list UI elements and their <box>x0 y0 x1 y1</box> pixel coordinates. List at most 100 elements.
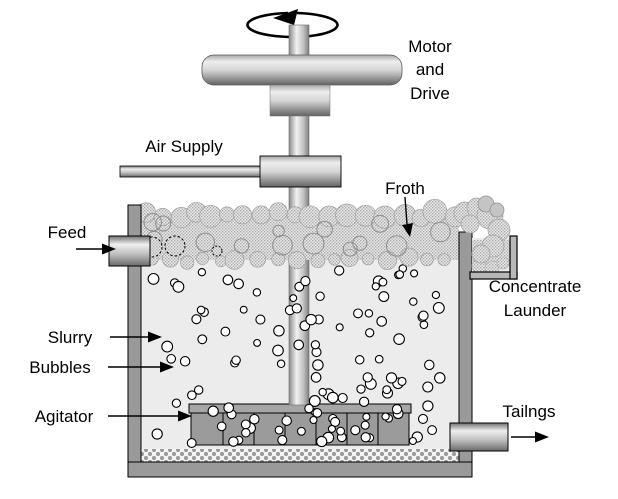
bubble <box>358 396 370 407</box>
bubble <box>315 291 325 302</box>
bubble <box>294 281 305 292</box>
froth-bubble-outlines <box>143 213 451 257</box>
bubble <box>409 297 418 306</box>
froth-bump <box>422 198 448 224</box>
bubble <box>393 333 405 345</box>
froth-bump <box>196 252 209 265</box>
bubble <box>327 424 336 433</box>
froth-bump <box>378 251 397 270</box>
bubble <box>362 372 373 383</box>
air-supply-pipe <box>119 165 262 178</box>
bubble <box>228 436 239 447</box>
bubble <box>241 428 251 438</box>
bubble <box>222 274 234 286</box>
bubble <box>240 419 251 430</box>
froth-bump <box>224 250 245 270</box>
froth-bump <box>251 205 271 225</box>
bubble <box>272 344 284 357</box>
bubble <box>216 421 227 432</box>
bubbles-layer <box>147 264 446 448</box>
tailings-arrow-head <box>535 431 549 443</box>
bubble <box>378 291 390 303</box>
bubble <box>291 303 302 314</box>
froth-bubble-outline <box>143 213 162 232</box>
bubble <box>233 278 244 290</box>
labels: Motor and Drive Air Supply Froth Feed Co… <box>29 37 581 443</box>
bubble <box>253 338 262 347</box>
bubble <box>277 435 288 446</box>
bubble <box>353 308 363 319</box>
bubble <box>252 288 262 297</box>
bubble <box>197 334 208 345</box>
froth-bump <box>328 253 341 266</box>
froth-bubble-outline <box>272 234 293 256</box>
bubble <box>166 353 177 364</box>
agitator-bar <box>188 403 412 414</box>
bubble <box>374 354 384 364</box>
bubble <box>432 301 445 314</box>
slurry-label: Slurry <box>48 328 93 347</box>
bubble <box>312 359 324 371</box>
froth-bubble-outline <box>371 214 390 233</box>
bubble <box>350 425 361 436</box>
feed-arrow-head <box>102 243 116 255</box>
froth-bump <box>180 255 195 270</box>
froth-bubble-outline <box>195 232 216 253</box>
tailings-label: Tailngs <box>503 402 556 421</box>
launder-wall-right <box>509 235 518 280</box>
froth-dashed-bubble <box>164 235 186 257</box>
feed-label: Feed <box>48 223 87 242</box>
bubble <box>337 392 348 404</box>
bubble <box>422 381 434 393</box>
bubble <box>310 372 322 383</box>
froth-bump <box>199 204 222 228</box>
bubble <box>316 435 328 448</box>
bubble <box>417 413 429 424</box>
bubble <box>336 426 346 436</box>
froth-bubble-outline <box>155 215 172 232</box>
bubble <box>424 359 435 371</box>
bubble <box>309 415 318 425</box>
froth-bump <box>271 252 286 267</box>
bubble <box>305 313 317 326</box>
froth-bump <box>298 205 322 228</box>
bubble <box>334 265 345 276</box>
froth-bump <box>233 205 252 225</box>
bubble <box>186 438 197 448</box>
launder-froth-bump <box>496 256 510 270</box>
froth-bump <box>310 253 326 269</box>
bubble <box>365 328 375 338</box>
froth-arrow-line <box>404 196 408 225</box>
froth-bump <box>460 214 480 234</box>
bubble <box>304 403 314 414</box>
froth-bump <box>437 253 451 267</box>
bubble <box>249 413 260 425</box>
bubble <box>360 432 371 443</box>
bubble <box>378 277 388 287</box>
froth-bubble-outline <box>430 221 451 243</box>
bubble <box>431 290 441 300</box>
bubble <box>310 340 321 350</box>
sediment-layer <box>141 449 459 462</box>
bubble <box>293 339 305 351</box>
bubble <box>360 420 370 430</box>
motor-pulley <box>201 54 403 86</box>
slurry-arrow-head <box>148 331 162 343</box>
tank-walls <box>127 204 473 478</box>
bubble <box>296 426 306 436</box>
bubble <box>207 405 219 417</box>
bubble <box>255 314 266 325</box>
froth-bump <box>399 247 419 267</box>
bubble <box>408 436 417 446</box>
bubble <box>147 272 160 285</box>
motor-hub <box>269 84 331 117</box>
bubble <box>318 387 327 397</box>
froth-bubble-outline <box>233 238 250 254</box>
froth-bubble-outline <box>302 232 325 255</box>
froth-bubble-outline <box>316 220 333 238</box>
feed-pipe <box>108 235 151 267</box>
bubble <box>326 391 339 404</box>
froth-bump <box>153 208 172 226</box>
bubble <box>223 402 235 414</box>
